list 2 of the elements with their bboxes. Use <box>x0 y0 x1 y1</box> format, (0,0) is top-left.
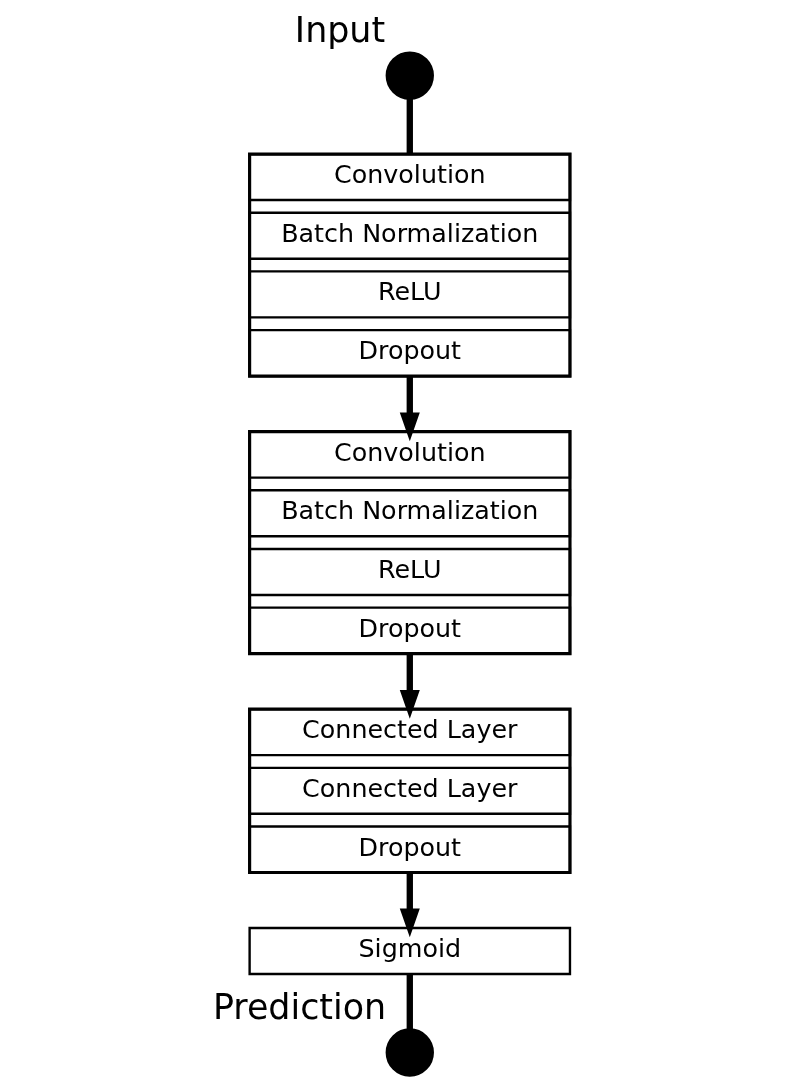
node-label: Prediction <box>212 987 387 1028</box>
node-label: Input <box>294 10 386 51</box>
